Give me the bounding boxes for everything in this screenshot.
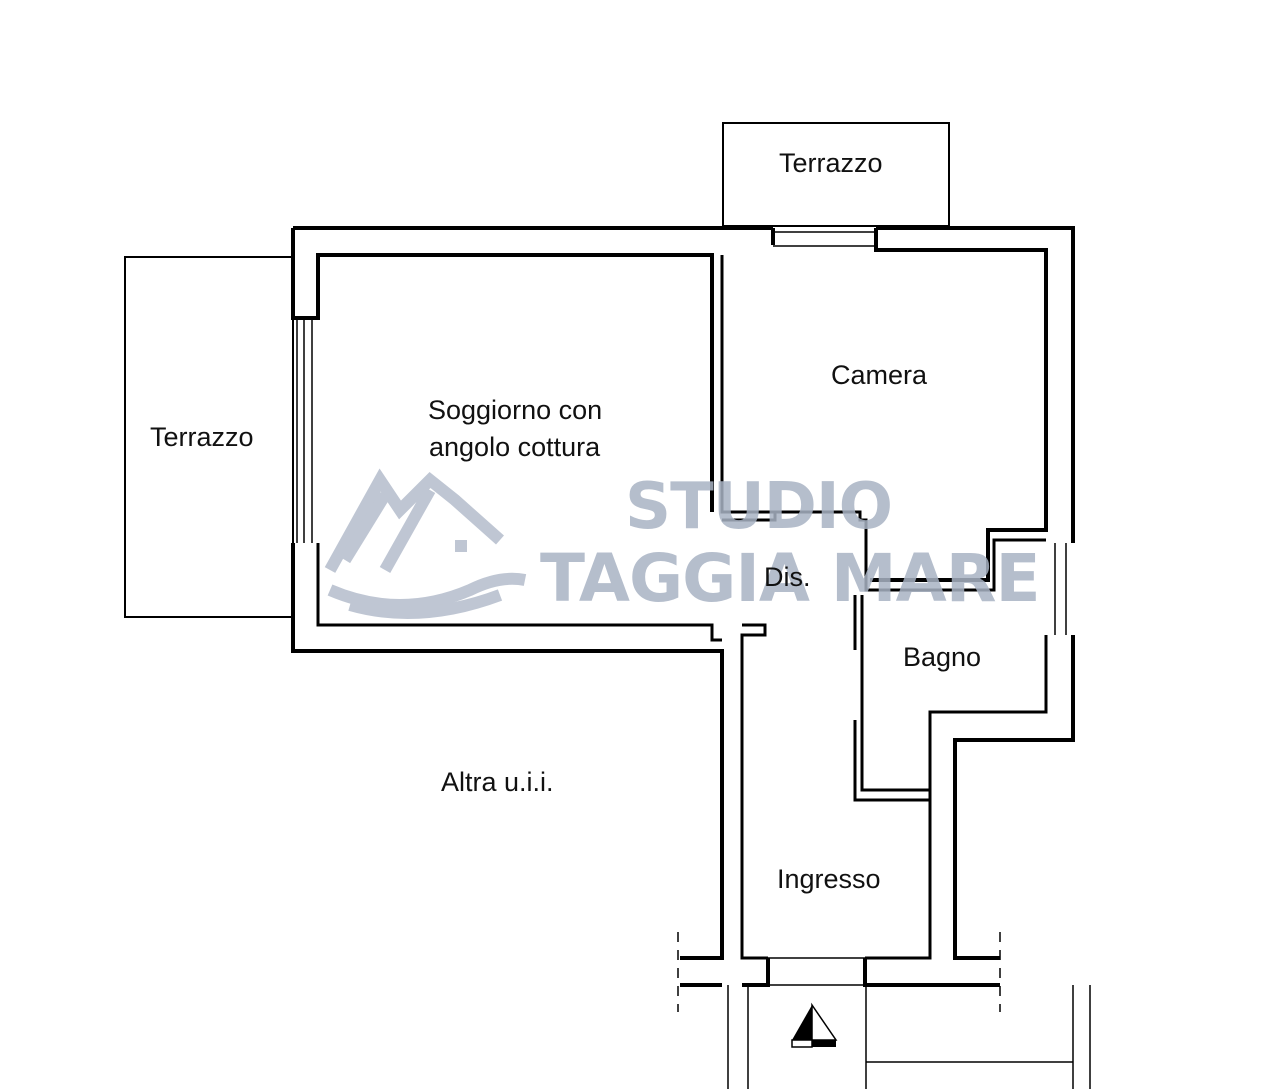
room-label-altra: Altra u.i.i. (441, 767, 554, 797)
room-label-bagno: Bagno (903, 642, 982, 672)
room-label-terrazzo-top: Terrazzo (779, 148, 883, 178)
room-label-dis: Dis. (764, 562, 811, 592)
room-label-ingresso: Ingresso (777, 864, 881, 894)
watermark-logo-icon (324, 468, 527, 619)
watermark-line2: TAGGIA MARE (540, 540, 1041, 617)
room-label-terrazzo-left: Terrazzo (150, 422, 254, 452)
room-label-soggiorno-1: Soggiorno con (428, 395, 603, 425)
north-arrow-icon (791, 1002, 838, 1048)
room-label-camera: Camera (831, 360, 928, 390)
watermark-line1: STUDIO (625, 470, 893, 544)
room-label-soggiorno-2: angolo cottura (429, 432, 601, 462)
